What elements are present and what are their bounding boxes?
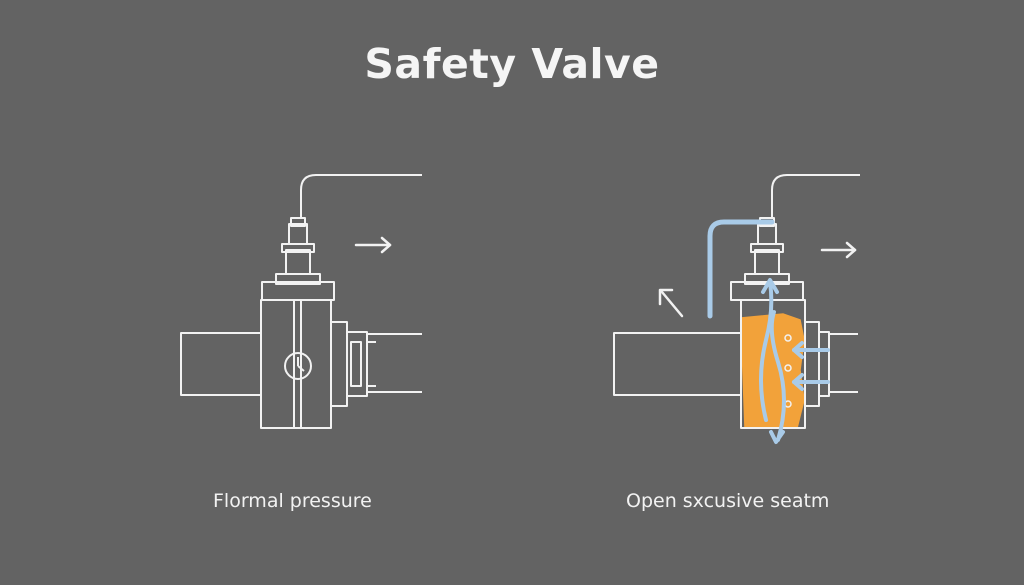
caption-closed: Flormal pressure <box>213 490 372 512</box>
lever-pipe <box>771 174 860 218</box>
diagram-title: Safety Valve <box>364 40 660 88</box>
outlet-flange <box>330 321 348 407</box>
valve-body <box>260 299 332 429</box>
open-valve <box>613 174 860 429</box>
inlet-pipe <box>180 332 262 396</box>
inlet-pipe <box>613 332 742 396</box>
closed-valve <box>180 174 422 429</box>
bonnet <box>261 281 335 301</box>
flow-arrows-icon <box>707 219 830 444</box>
lever-pipe <box>300 174 422 218</box>
arrow-right-icon <box>820 241 857 259</box>
valve-stem <box>285 249 311 275</box>
outlet-flange <box>804 321 820 407</box>
arrow-right-icon <box>354 236 392 254</box>
arrow-up-left-icon <box>658 288 684 318</box>
valve-stem <box>754 249 780 275</box>
caption-open: Open sxcusive seatm <box>626 490 830 512</box>
clock-gauge-icon <box>284 352 312 380</box>
